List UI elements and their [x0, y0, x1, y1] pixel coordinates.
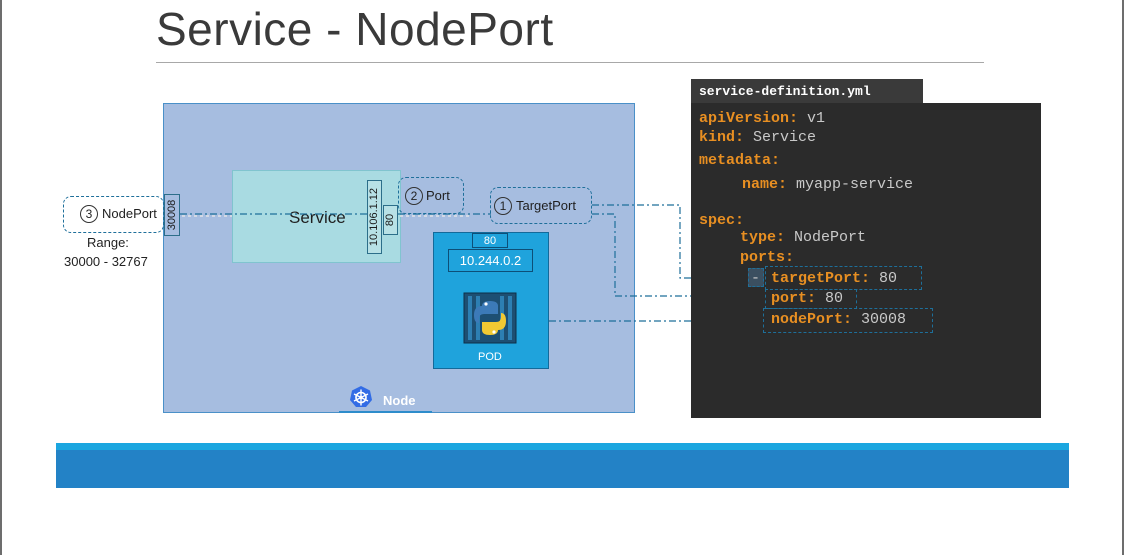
code-key-metadata: metadata:: [699, 152, 781, 169]
code-key-type: type:: [740, 229, 786, 246]
title-divider: [156, 62, 984, 63]
range-value: 30000 - 32767: [64, 254, 148, 269]
code-line-spec: spec:: [699, 212, 744, 229]
node-port-box: [164, 194, 180, 236]
nodeport-number-circle: 3: [80, 205, 98, 223]
nodeport-code-highlight: [763, 308, 933, 333]
footer-accent-bar: [56, 443, 1069, 450]
pod-ip: 10.244.0.2: [448, 249, 533, 272]
code-line-kind: kind: Service: [699, 129, 816, 146]
code-key-ports: ports:: [740, 249, 795, 266]
port-pill: [398, 177, 464, 214]
nodeport-pill: [63, 196, 164, 233]
code-line-targetport: targetPort: 80: [771, 270, 897, 287]
slide-frame-right: [1122, 0, 1124, 555]
code-line-apiversion: apiVersion: v1: [699, 110, 825, 127]
kubernetes-icon: [349, 385, 373, 409]
code-value-targetport: 80: [879, 270, 898, 287]
code-value-port: 80: [825, 290, 844, 307]
pod-port: 80: [472, 233, 508, 248]
code-dash: -: [751, 270, 761, 287]
code-value-nodeport: 30008: [861, 311, 907, 328]
code-key-nodeport: nodePort:: [771, 311, 853, 328]
port-number-circle: 2: [405, 187, 423, 205]
service-ip-box: [367, 180, 382, 254]
code-line-metadata: metadata:: [699, 152, 780, 169]
code-key-targetport: targetPort:: [771, 270, 871, 287]
code-panel: [691, 103, 1041, 418]
code-filename-tab: [691, 79, 923, 103]
code-line-port: port: 80: [771, 290, 843, 307]
list-dash-highlight: [748, 268, 764, 287]
service-port-box: [383, 205, 398, 235]
port-label: Port: [426, 188, 450, 203]
targetport-code-connector: [592, 204, 765, 279]
code-line-type: type: NodePort: [740, 229, 866, 246]
code-key-spec: spec:: [699, 212, 745, 229]
slide-frame-left: [0, 0, 2, 555]
slide-title: Service - NodePort: [156, 3, 554, 55]
nodeport-label: NodePort: [102, 206, 157, 221]
range-label: Range:: [87, 235, 129, 250]
code-key-apiversion: apiVersion:: [699, 110, 799, 127]
targetport-number-circle: 1: [494, 197, 512, 215]
code-key-kind: kind:: [699, 129, 745, 146]
code-list-dash: -: [751, 270, 760, 287]
code-value-apiversion: v1: [807, 110, 826, 127]
pod-label: POD: [478, 351, 502, 363]
python-container-icon: [462, 292, 518, 344]
code-line-name: name: myapp-service: [742, 176, 913, 193]
code-line-nodeport: nodePort: 30008: [771, 311, 906, 328]
code-value-name: myapp-service: [796, 176, 914, 193]
service-label: Service: [289, 208, 346, 227]
code-key-port: port:: [771, 290, 817, 307]
port-code-connector: [592, 213, 765, 297]
code-key-name: name:: [742, 176, 788, 193]
targetport-label: TargetPort: [516, 198, 576, 213]
code-value-kind: Service: [753, 129, 817, 146]
footer-bar: [56, 450, 1069, 488]
node-label: Node: [383, 393, 416, 408]
code-value-type: NodePort: [794, 229, 867, 246]
code-line-ports: ports:: [740, 249, 794, 266]
code-filename: service-definition.yml: [699, 84, 871, 99]
targetport-pill: [490, 187, 592, 224]
